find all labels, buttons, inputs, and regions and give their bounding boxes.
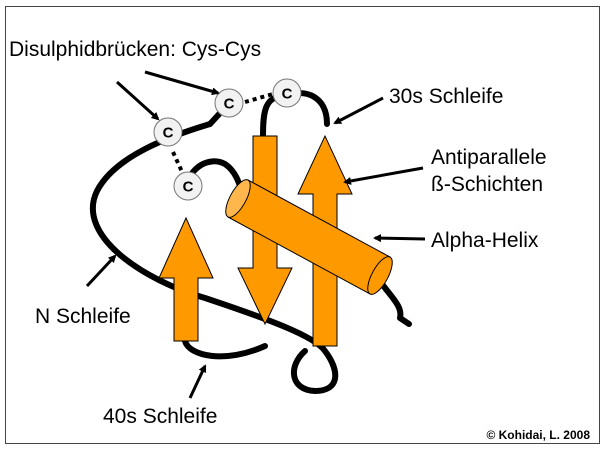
arrow-to-cys-c1	[117, 82, 158, 119]
arrow-to-loop-40s	[190, 366, 205, 398]
label-loop-40s: 40s Schleife	[103, 404, 217, 430]
beta-strand-left	[159, 218, 213, 341]
svg-text:C: C	[183, 179, 194, 196]
disulfide-bridge-left	[173, 152, 183, 174]
cysteine-c3: C	[273, 79, 301, 107]
arrow-to-cys-c2	[145, 72, 218, 93]
loop-40s-backbone	[185, 341, 265, 356]
svg-text:C: C	[163, 125, 174, 142]
copyright-notice: © Kohidai, L. 2008	[486, 428, 590, 442]
arrow-to-loop-30s	[335, 98, 383, 123]
c-terminal-tail	[380, 281, 409, 324]
svg-text:C: C	[224, 96, 235, 113]
label-beta-sheets: ß-Schichten	[431, 172, 543, 198]
svg-text:C: C	[282, 86, 293, 103]
label-loop-30s: 30s Schleife	[389, 84, 503, 110]
label-antiparallel: Antiparallele	[431, 145, 547, 171]
label-n-loop: N Schleife	[35, 304, 131, 330]
cysteine-c1: C	[154, 118, 182, 146]
label-disulphide-bridges: Disulphidbrücken: Cys-Cys	[9, 37, 261, 63]
protein-fold-diagram: C C C C	[5, 6, 600, 444]
arrow-to-alpha-helix	[375, 238, 425, 239]
arrow-to-beta-sheets	[345, 168, 423, 182]
cysteine-c4: C	[174, 172, 202, 200]
arrow-to-n-loop	[87, 256, 115, 286]
label-alpha-helix: Alpha-Helix	[431, 228, 538, 254]
cysteine-c2: C	[215, 89, 243, 117]
diagram-frame: C C C C Disulphidbrück	[5, 6, 600, 444]
